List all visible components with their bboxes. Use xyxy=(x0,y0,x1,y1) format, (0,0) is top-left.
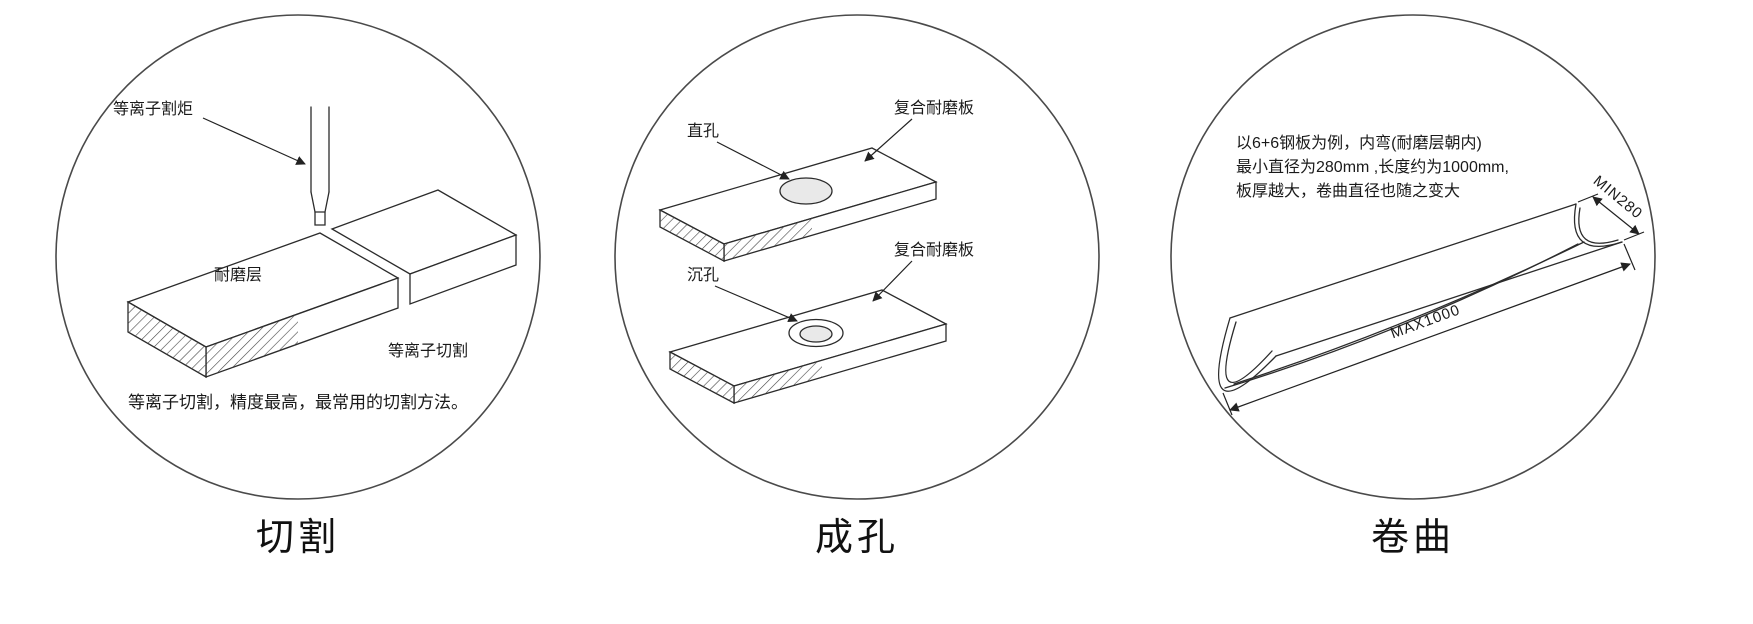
plate-bottom-leader xyxy=(872,260,913,302)
countersunk-hole-label: 沉孔 xyxy=(687,266,719,284)
plasma-torch-icon xyxy=(310,106,330,226)
straight-hole-leader xyxy=(716,141,790,180)
curl-note-line2: 最小直径为280mm ,长度约为1000mm, xyxy=(1236,158,1509,176)
circle-frame xyxy=(55,14,541,500)
panel-curling: 以6+6钢板为例，内弯(耐磨层朝内) 最小直径为280mm ,长度约为1000m… xyxy=(1168,12,1658,561)
countersunk-hole-leader xyxy=(714,285,798,323)
plate-straight-hole xyxy=(658,147,938,263)
plate-top-leader xyxy=(864,118,913,162)
plasma-cutting-label: 等离子切割 xyxy=(388,342,468,360)
hole-diagram-svg: 直孔 复合耐磨板 沉孔 复合耐磨板 xyxy=(614,14,1100,500)
countersink-inner xyxy=(799,325,833,343)
panel-hole-forming: 直孔 复合耐磨板 沉孔 复合耐磨板 成孔 xyxy=(612,12,1102,561)
panel-caption-curl: 卷曲 xyxy=(1370,517,1455,559)
wear-layer-hatch xyxy=(206,314,298,377)
circle-frame xyxy=(614,14,1100,500)
curled-plate xyxy=(1218,203,1623,392)
cut-piece xyxy=(330,189,518,305)
panel-caption-cutting: 切割 xyxy=(255,517,340,559)
wear-plate xyxy=(126,232,400,379)
curl-diagram-svg: 以6+6钢板为例，内弯(耐磨层朝内) 最小直径为280mm ,长度约为1000m… xyxy=(1170,14,1656,500)
dimension-max1000: MAX1000 xyxy=(1222,243,1636,416)
wear-layer-label: 耐磨层 xyxy=(214,266,262,284)
torch-label: 等离子割炬 xyxy=(113,100,193,118)
dim-max1000-label: MAX1000 xyxy=(1388,301,1462,342)
cutting-diagram-svg: 等离子割炬 耐磨层 等离子切割 等离子切割，精度最高，最常用的切割方法。 xyxy=(55,14,541,500)
dim-min280-label: MIN280 xyxy=(1590,172,1646,222)
torch-leader-line xyxy=(202,117,306,165)
panel-caption-hole: 成孔 xyxy=(814,517,899,559)
plate-bottom-label: 复合耐磨板 xyxy=(894,241,974,259)
cutting-note: 等离子切割，精度最高，最常用的切割方法。 xyxy=(128,393,468,412)
dimension-min280: MIN280 xyxy=(1577,172,1646,241)
plate-countersunk-hole xyxy=(668,289,948,405)
circle-frame xyxy=(1170,14,1656,500)
curl-note-line1: 以6+6钢板为例，内弯(耐磨层朝内) xyxy=(1236,134,1482,152)
straight-hole xyxy=(779,177,833,205)
plate-top-label: 复合耐磨板 xyxy=(894,99,974,117)
panel-cutting: 等离子割炬 耐磨层 等离子切割 等离子切割，精度最高，最常用的切割方法。 切割 xyxy=(53,12,543,561)
straight-hole-label: 直孔 xyxy=(687,122,719,140)
curl-note-line3: 板厚越大，卷曲直径也随之变大 xyxy=(1236,182,1460,200)
